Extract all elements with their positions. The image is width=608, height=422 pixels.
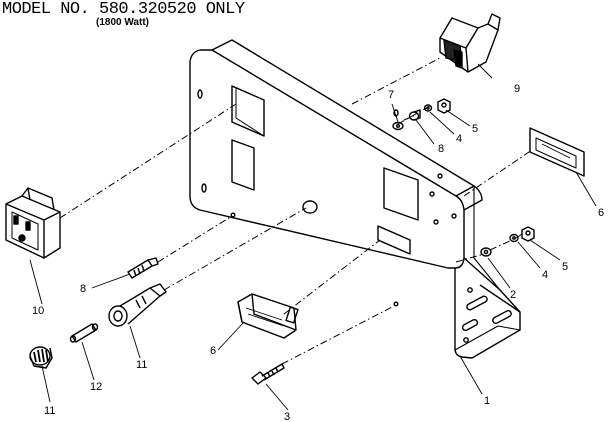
switch-hardware <box>392 98 451 131</box>
callout-11-lower: 11 <box>44 405 55 417</box>
leader-lines <box>59 57 533 365</box>
mounting-bracket-panel <box>189 39 521 359</box>
fuse-holder-part <box>108 283 167 327</box>
model-title: MODEL NO. 580.320520 ONLY <box>2 0 245 19</box>
model-subtitle: (1800 Watt) <box>96 17 149 28</box>
callout-5-right: 5 <box>562 261 568 273</box>
callout-3: 3 <box>284 411 290 422</box>
decal-label-right <box>529 127 585 177</box>
callout-7: 7 <box>388 89 394 101</box>
fuse-part <box>69 323 99 343</box>
callout-leaders <box>29 63 597 411</box>
duplex-receptacle <box>5 187 61 259</box>
callout-4-right: 4 <box>542 269 548 281</box>
rocker-switch <box>439 13 501 73</box>
callout-5-top: 5 <box>472 123 478 135</box>
callout-12: 12 <box>90 381 102 393</box>
callout-8-top: 8 <box>438 143 444 155</box>
callout-10: 10 <box>32 305 44 317</box>
callout-6-right: 6 <box>598 207 604 219</box>
screw-part <box>251 363 285 385</box>
side-hardware <box>480 226 535 257</box>
callout-labels: 9 7 5 4 8 6 2 4 5 1 3 6 8 10 11 12 11 <box>32 83 604 422</box>
callout-11-upper: 11 <box>136 359 147 371</box>
indicator-lens <box>237 293 299 339</box>
callout-8-left: 8 <box>80 283 86 295</box>
bushing-part <box>127 257 159 279</box>
fuse-cap-part <box>29 346 53 369</box>
callout-9: 9 <box>514 83 520 95</box>
callout-4-top: 4 <box>456 133 462 145</box>
callout-6-lower: 6 <box>210 345 216 357</box>
callout-1: 1 <box>484 395 490 407</box>
callout-2: 2 <box>510 289 516 301</box>
